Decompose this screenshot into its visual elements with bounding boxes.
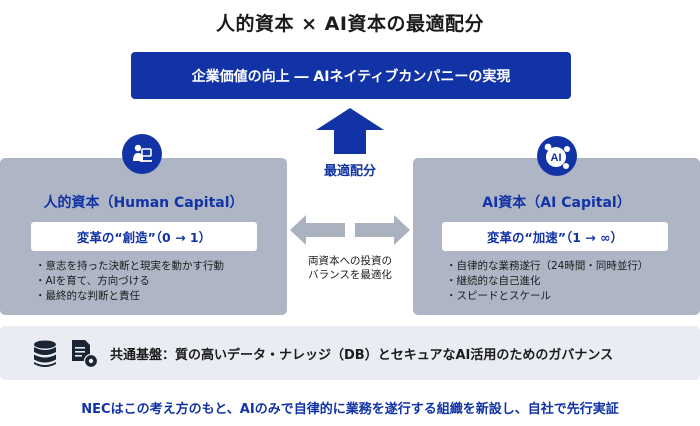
ai-icon-label: AI — [551, 152, 562, 164]
goal-text: 企業価値の向上 ― AIネイティブカンパニーの実現 — [191, 68, 511, 85]
human-capital-bullets: 意志を持った決断と現実を動かす行動 AIを育て、方向づける 最終的な判断と責任 — [35, 259, 225, 304]
footer-note: NECはこの考え方のもと、AIのみで自律的に業務を遂行する組織を新設し、自社で先… — [81, 402, 619, 417]
diagram-title: 人的資本 × AI資本の最適配分 — [216, 13, 484, 35]
balance-caption-line: 両資本への投資の — [308, 255, 392, 267]
list-item: スピードとスケール — [446, 289, 648, 304]
foundation-box — [0, 326, 700, 380]
human-capital-title: 人的資本（Human Capital） — [43, 195, 244, 211]
database-icon — [34, 340, 56, 367]
left-arrow-icon — [290, 215, 345, 245]
balance-caption-line: バランスを最適化 — [308, 269, 392, 281]
goal-box: 企業価値の向上 ― AIネイティブカンパニーの実現 — [131, 52, 571, 99]
ai-capital-title: AI資本（AI Capital） — [482, 195, 631, 211]
list-item: AIを育て、方向づける — [35, 274, 224, 289]
person-at-desk-icon — [122, 134, 162, 174]
right-arrow-icon — [355, 215, 410, 245]
balance-caption: 両資本への投資の バランスを最適化 — [292, 254, 408, 282]
ai-molecule-icon: AI — [537, 136, 577, 176]
foundation-icons — [33, 339, 99, 369]
human-capital-pill: 変革の“創造”（0 → 1） — [31, 222, 257, 251]
document-settings-icon — [72, 340, 99, 369]
list-item: 自律的な業務遂行（24時間・同時並行） — [446, 259, 649, 274]
ai-capital-bullets: 自律的な業務遂行（24時間・同時並行） 継続的な自己進化 スピードとスケール — [446, 259, 649, 304]
up-arrow-icon — [316, 108, 384, 154]
ai-capital-pill: 変革の“加速”（1 → ∞） — [442, 222, 668, 251]
list-item: 継続的な自己進化 — [446, 274, 648, 289]
optimal-allocation-caption: 最適配分 — [323, 164, 376, 179]
list-item: 最終的な判断と責任 — [35, 289, 224, 304]
foundation-text: 共通基盤：質の高いデータ・ナレッジ（DB）とセキュアなAI活用のためのガバナンス — [110, 348, 614, 363]
list-item: 意志を持った決断と現実を動かす行動 — [35, 259, 225, 274]
